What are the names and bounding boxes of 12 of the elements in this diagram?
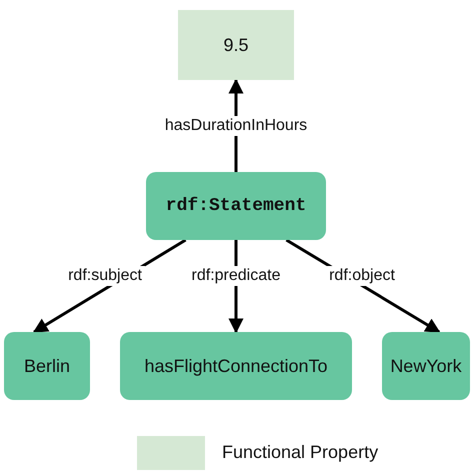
- edge-label: rdf:object: [326, 266, 398, 286]
- resource-box: [382, 332, 470, 400]
- resource-box: [120, 332, 352, 400]
- node-label: NewYork: [390, 356, 462, 376]
- value-box: [178, 10, 294, 80]
- resource-box: [146, 172, 326, 240]
- node-label: 9.5: [223, 34, 249, 56]
- node-label: hasFlightConnectionTo: [144, 356, 328, 376]
- node-label: rdf:Statement: [166, 196, 306, 216]
- resource-box: [4, 332, 90, 400]
- node-label: Berlin: [24, 356, 70, 376]
- legend-label: Functional Property: [222, 442, 378, 463]
